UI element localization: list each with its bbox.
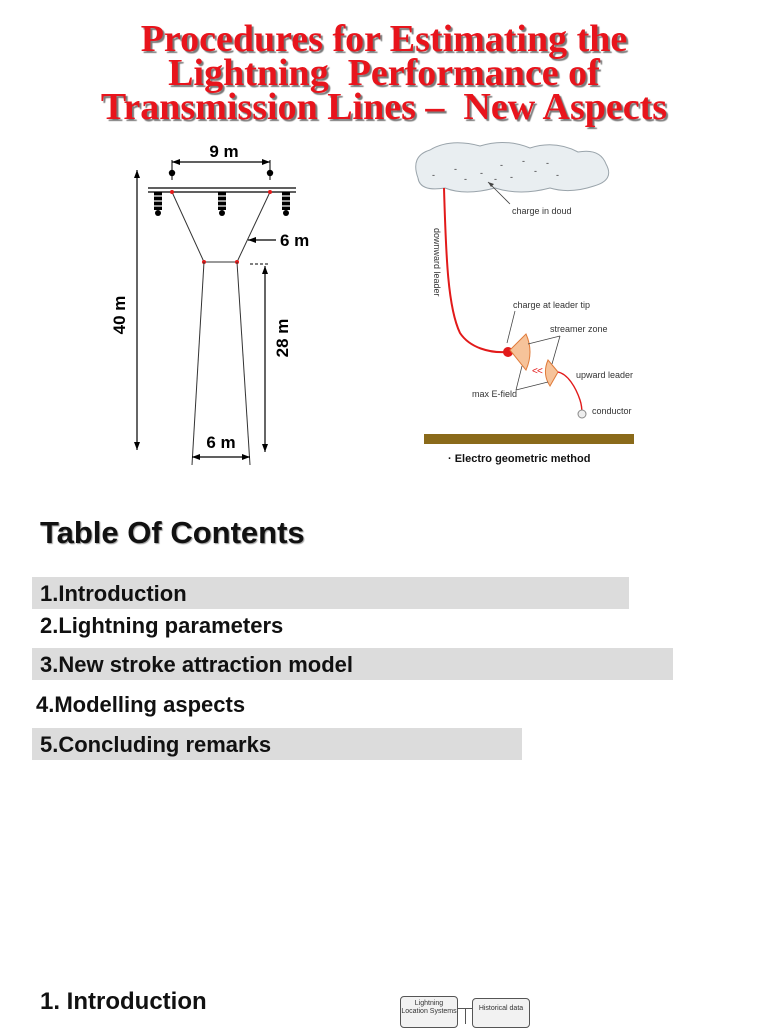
svg-text:-: -: [454, 164, 457, 174]
insulator-right: [279, 192, 293, 216]
page-title: Procedures for Estimating the Lightning …: [0, 18, 768, 128]
svg-text:-: -: [464, 174, 467, 184]
toc-item-lightning-parameters[interactable]: 2.Lightning parameters: [40, 613, 284, 638]
flowchart-box-historical-data: Historical data: [472, 998, 530, 1028]
thundercloud: [415, 142, 610, 193]
streamer-zone-label: streamer zone: [550, 324, 608, 334]
streamer-zone-upward: [544, 359, 559, 387]
electro-geometric-diagram: --- --- --- -- charge in doud downward l…: [415, 142, 634, 465]
charge-in-cloud-label: charge in doud: [512, 206, 572, 216]
svg-text:<: <: [537, 366, 543, 377]
base-width-label: 6 m: [206, 433, 235, 452]
downward-leader-label: downward leader: [432, 228, 442, 297]
svg-text:-: -: [546, 158, 549, 168]
height-label: 40 m: [110, 296, 129, 335]
max-efield-label: max E-field: [472, 389, 517, 399]
svg-text:-: -: [432, 170, 435, 180]
title-line-3: Transmission Lines – New Aspects: [100, 86, 668, 128]
svg-text:-: -: [522, 156, 525, 166]
section-heading-introduction: 1. Introduction: [40, 988, 207, 1015]
svg-text:-: -: [556, 170, 559, 180]
svg-text:-: -: [494, 174, 497, 184]
svg-text:<: <: [532, 366, 538, 377]
charge-at-tip-label: charge at leader tip: [513, 300, 590, 310]
tower-lower-body: [191, 261, 205, 466]
arm-label: 6 m: [280, 231, 309, 250]
title-line-2: Lightning Performance of: [168, 52, 600, 94]
shield-wire-left: [168, 169, 176, 177]
insulator-center: [215, 192, 229, 216]
svg-text:-: -: [510, 172, 513, 182]
title-line-1: Procedures for Estimating the: [140, 18, 628, 60]
toc-item-introduction[interactable]: 1.Introduction: [32, 577, 629, 609]
toc-item-stroke-attraction-model[interactable]: 3.New stroke attraction model: [32, 648, 673, 680]
toc-item-concluding-remarks[interactable]: 5.Concluding remarks: [32, 728, 522, 760]
flowchart-box-lightning-location: Lightning Location Systems: [400, 996, 458, 1028]
svg-text:-: -: [480, 168, 483, 178]
conductor: [577, 409, 587, 419]
streamer-zone-downward: [509, 333, 531, 371]
toc-heading: Table Of Contents: [40, 515, 305, 550]
svg-text:-: -: [534, 166, 537, 176]
tower-diagram: 9 m 6 m 40 m: [110, 142, 309, 466]
insulator-left: [151, 192, 165, 216]
downward-leader: [443, 187, 507, 354]
shield-wire-right: [266, 169, 274, 177]
conductor-label: conductor: [592, 406, 632, 416]
svg-text:-: -: [500, 160, 503, 170]
lower-height-label: 28 m: [273, 319, 292, 358]
toc-item-modelling-aspects[interactable]: 4.Modelling aspects: [36, 692, 246, 717]
upward-leader-label: upward leader: [576, 370, 633, 380]
ground: [424, 434, 634, 444]
tower-upper-frame: [171, 191, 205, 263]
egm-caption: · Electro geometric method: [448, 453, 590, 465]
top-width-label: 9 m: [209, 142, 238, 161]
